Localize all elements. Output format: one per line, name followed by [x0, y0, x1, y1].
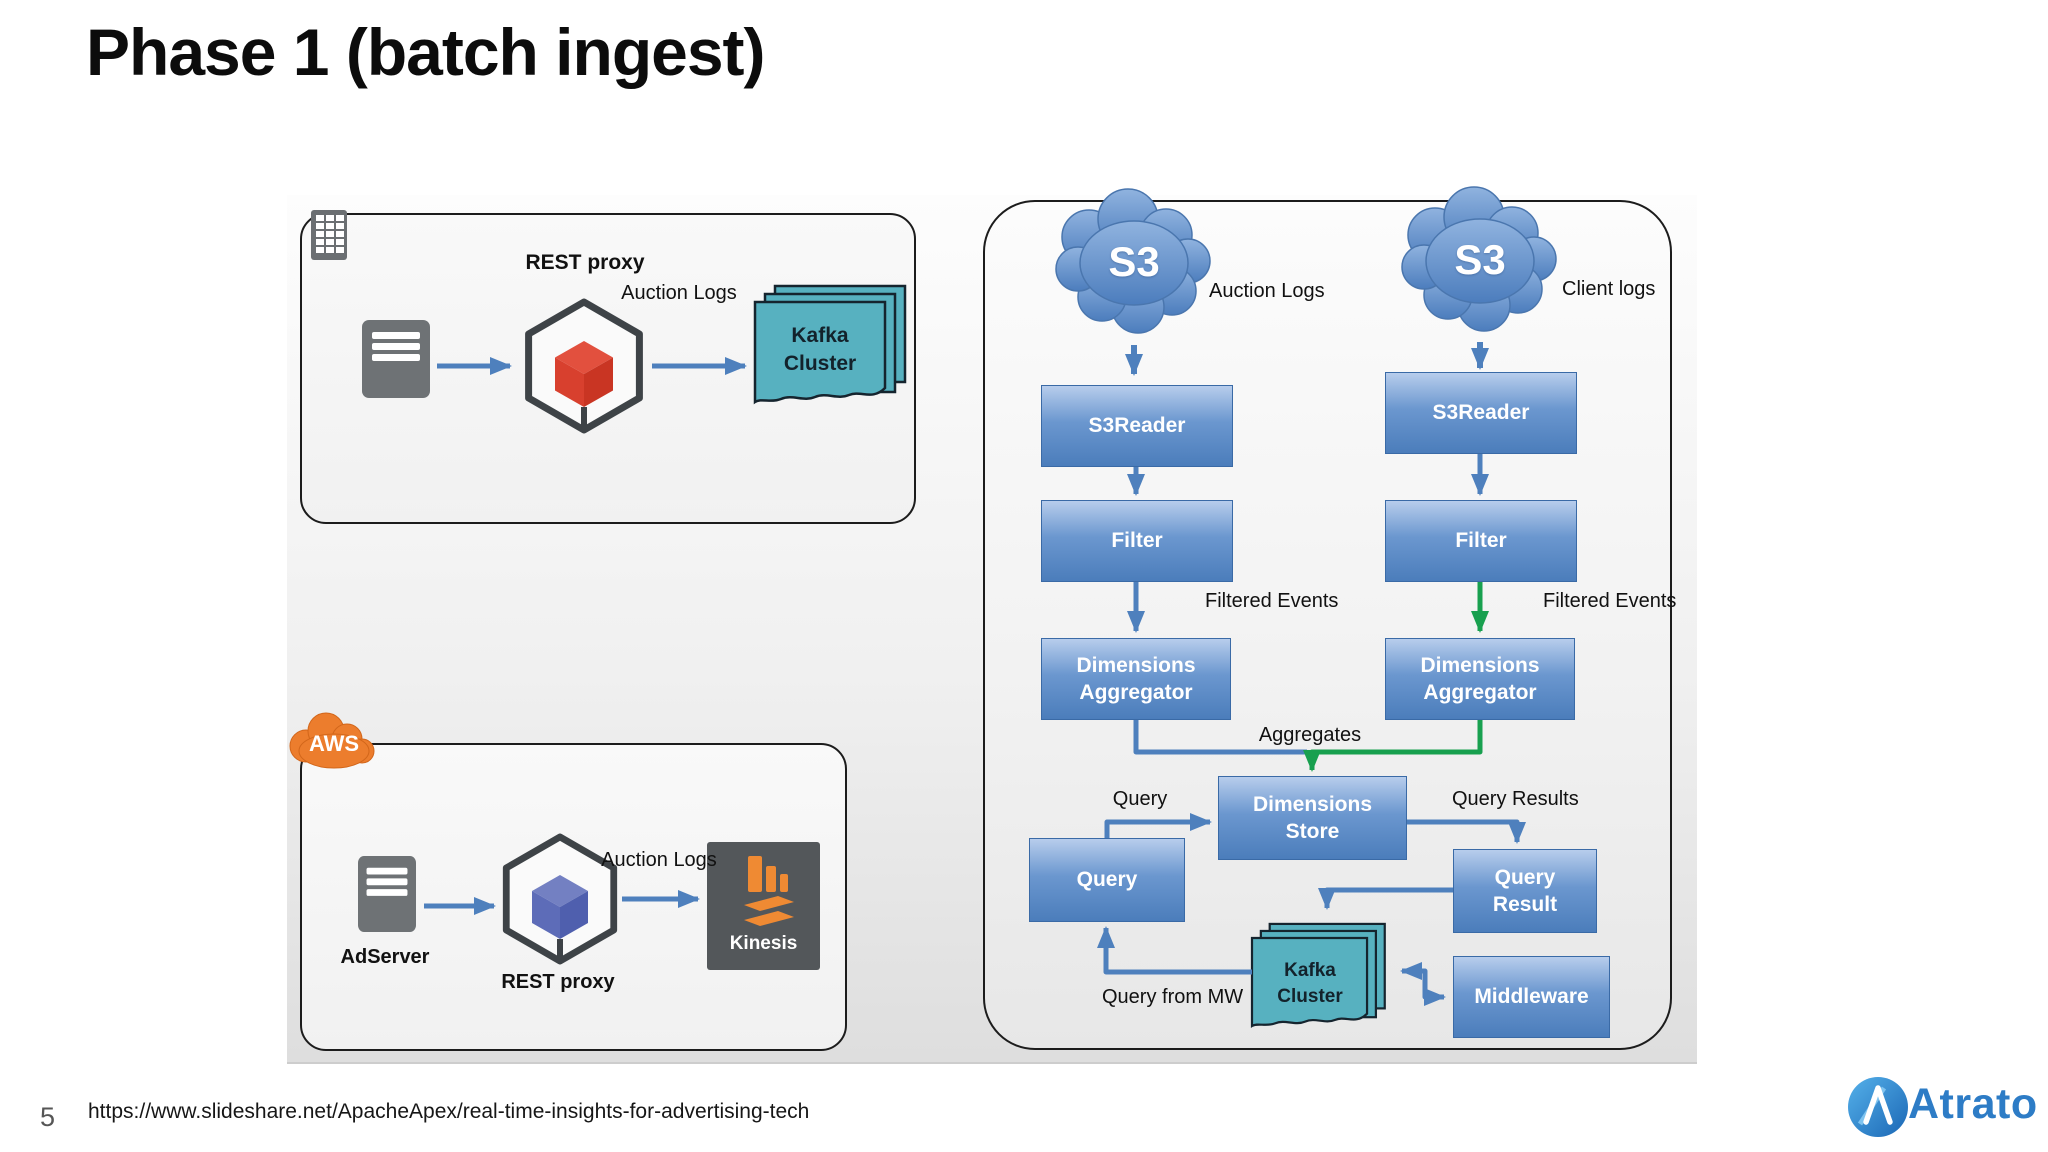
- kinesis-label: Kinesis: [729, 933, 798, 954]
- source-url-link[interactable]: https://www.slideshare.net/ApacheApex/re…: [88, 1100, 810, 1123]
- node-dimensions-aggregator-right: Dimensions Aggregator: [1385, 638, 1575, 720]
- client-logs-caption: Client logs: [1562, 278, 1656, 300]
- aws-group-box: [300, 743, 847, 1051]
- node-dimensions-aggregator-left: Dimensions Aggregator: [1041, 638, 1231, 720]
- auction-logs-label: Auction Logs: [601, 849, 717, 871]
- rest-proxy-label: REST proxy: [501, 971, 615, 993]
- query-results-edge-label: Query Results: [1452, 788, 1579, 810]
- node-filter-left: Filter: [1041, 500, 1233, 582]
- node-s3reader-right: S3Reader: [1385, 372, 1577, 454]
- page-number: 5: [40, 1102, 56, 1132]
- auction-logs-label: Auction Logs: [621, 282, 737, 304]
- query-edge-label: Query: [1112, 788, 1168, 810]
- kafka-cluster-label: Kafka Cluster: [783, 324, 857, 376]
- node-middleware: Middleware: [1453, 956, 1610, 1038]
- node-query: Query: [1029, 838, 1185, 922]
- brand-name: Atrato: [1908, 1080, 2038, 1128]
- node-s3reader-left: S3Reader: [1041, 385, 1233, 467]
- atrato-logo-icon: [1848, 1077, 1908, 1137]
- aws-label: AWS: [308, 731, 360, 756]
- node-dimensions-store: Dimensions Store: [1218, 776, 1407, 860]
- filtered-events-label-left: Filtered Events: [1205, 590, 1339, 612]
- node-filter-right: Filter: [1385, 500, 1577, 582]
- s3-label: S3: [1108, 238, 1160, 285]
- adserver-label: AdServer: [340, 946, 430, 968]
- kafka-cluster-label: Kafka Cluster: [1277, 960, 1343, 1007]
- s3-label: S3: [1454, 236, 1506, 283]
- rest-proxy-label: REST proxy: [525, 251, 645, 274]
- node-query-result: Query Result: [1453, 849, 1597, 933]
- slide-title: Phase 1 (batch ingest): [86, 15, 766, 89]
- query-from-mw-edge-label: Query from MW: [1102, 986, 1244, 1008]
- aggregates-label: Aggregates: [1258, 724, 1362, 746]
- auction-logs-caption: Auction Logs: [1209, 280, 1325, 302]
- filtered-events-label-right: Filtered Events: [1543, 590, 1677, 612]
